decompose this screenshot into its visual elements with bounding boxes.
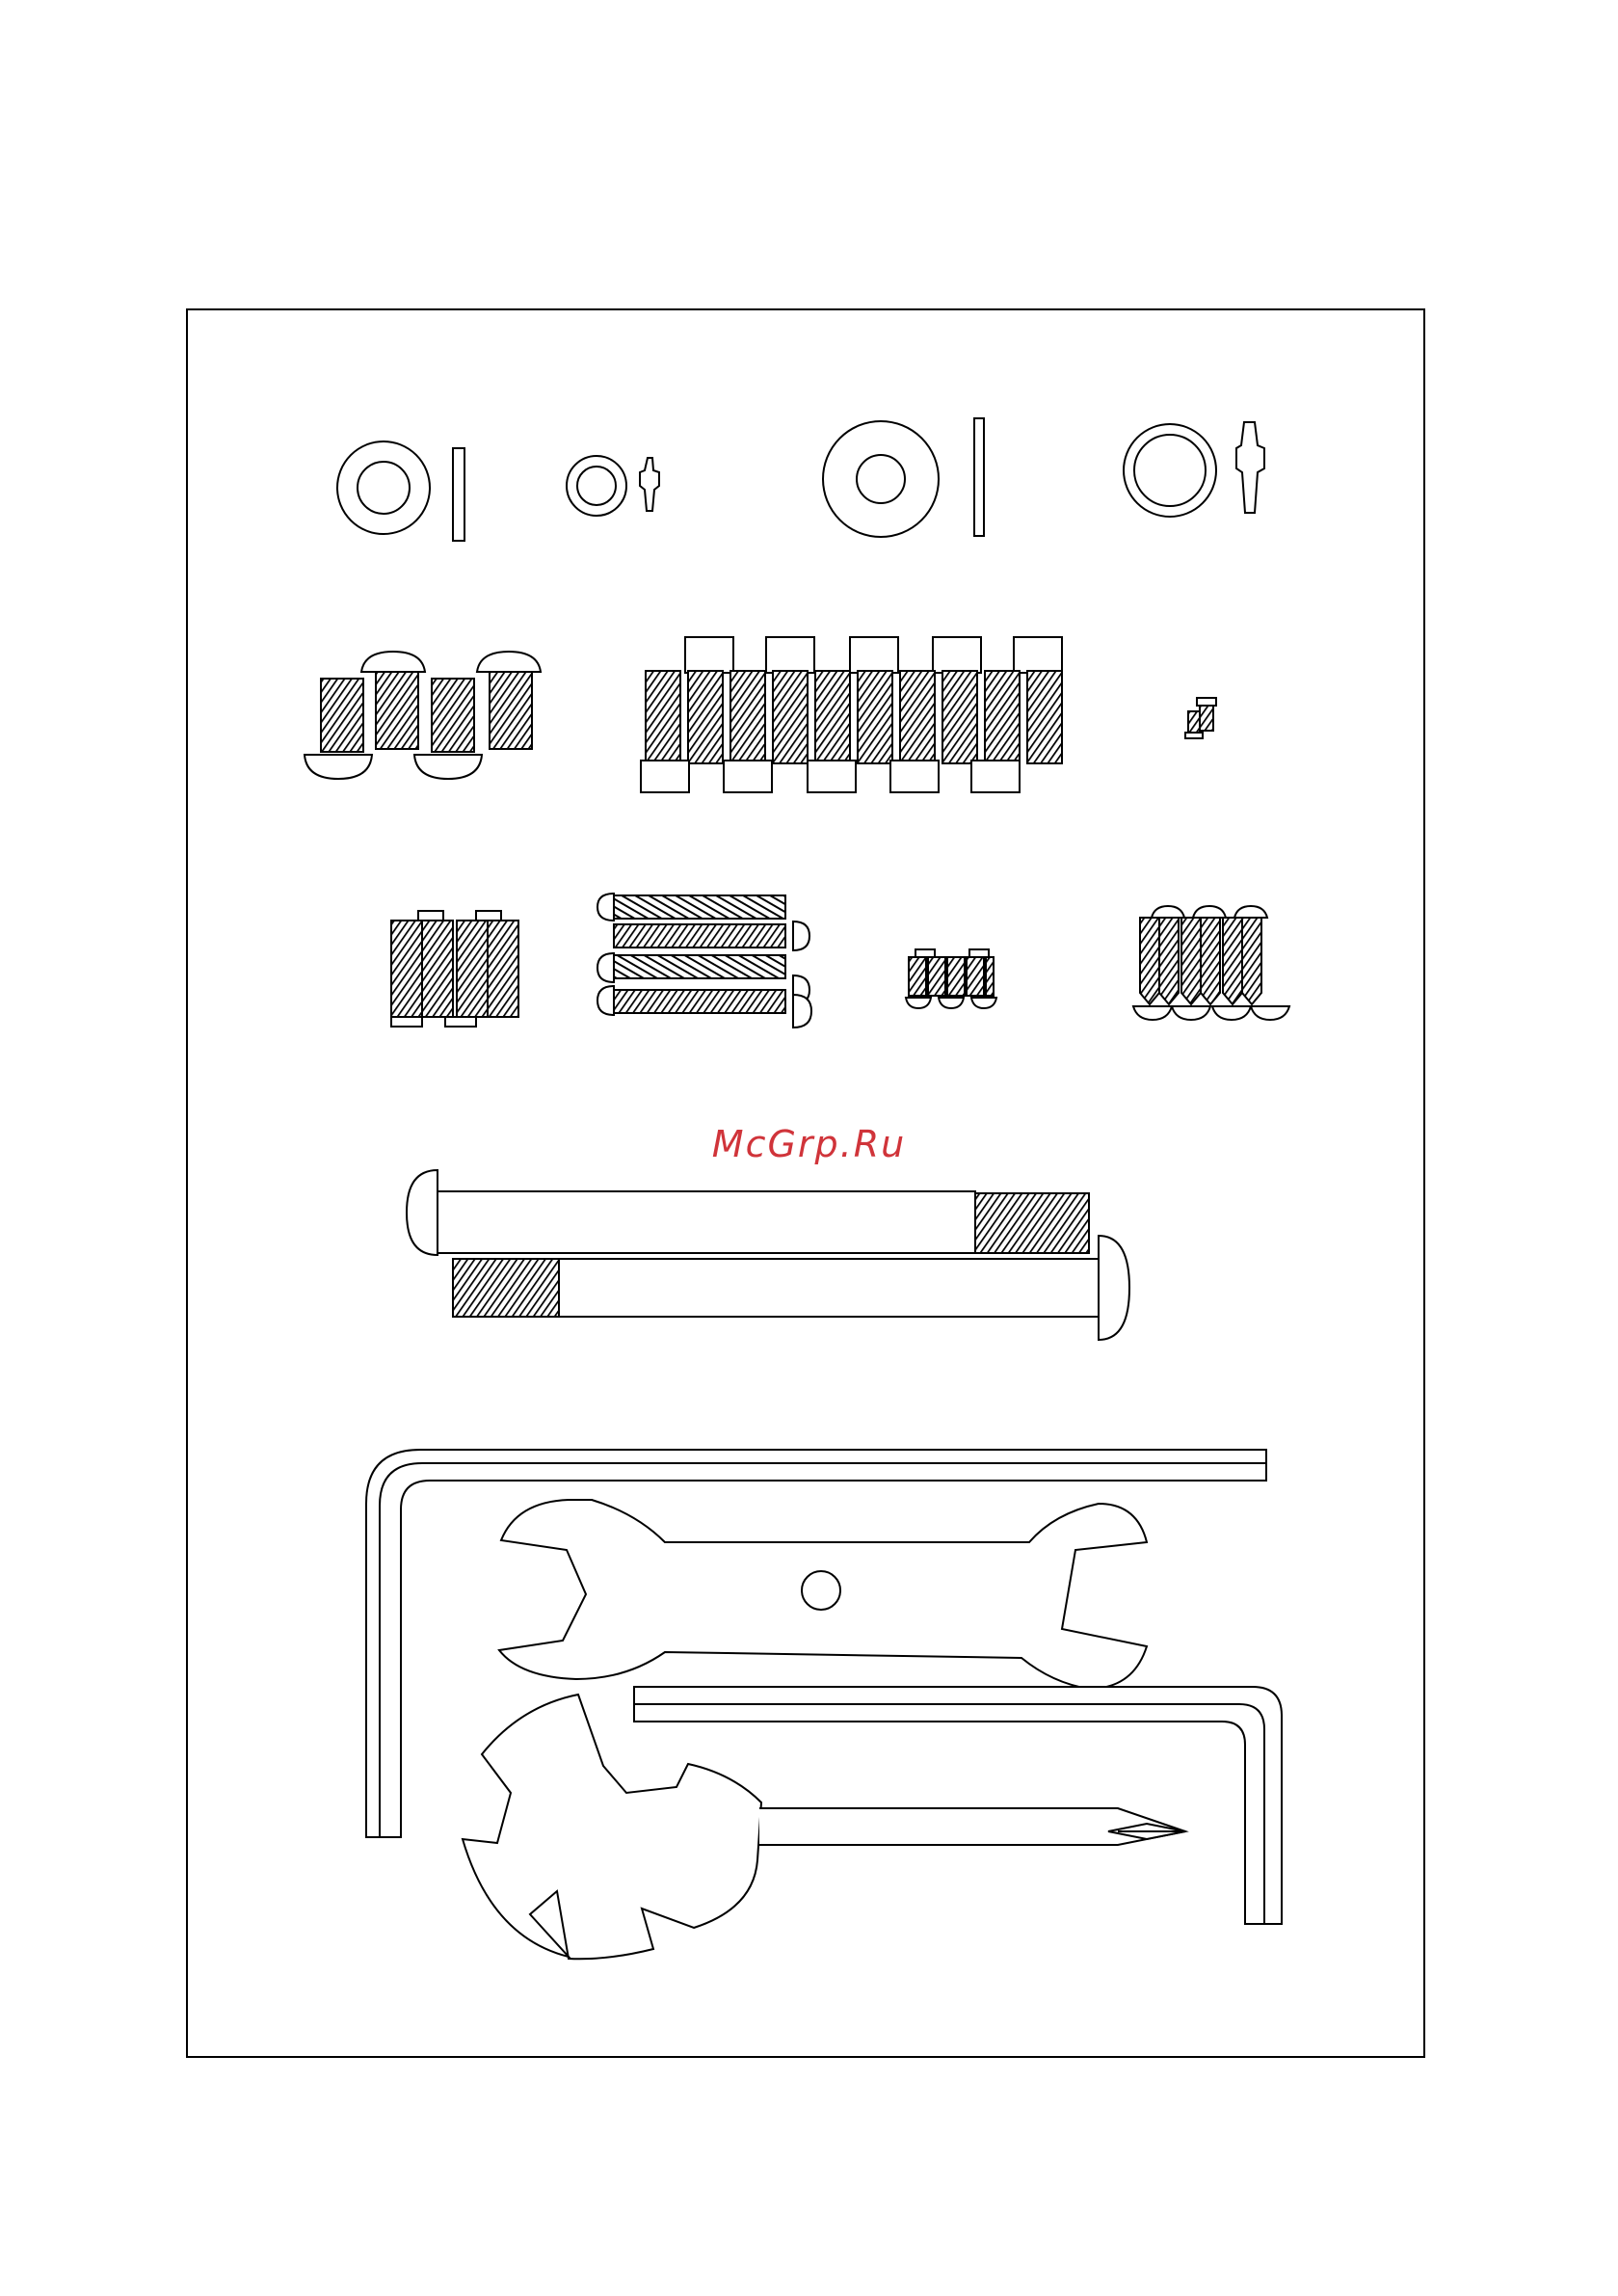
button-head-bolt-short xyxy=(305,652,541,779)
watermark: McGrp.Ru xyxy=(0,1123,1618,1165)
pan-head-screw xyxy=(1133,906,1289,1020)
split-lock-washer-large xyxy=(1124,422,1264,517)
flat-washer-large xyxy=(823,418,984,537)
split-lock-washer-small xyxy=(567,456,659,516)
socket-cap-bolt xyxy=(641,637,1062,792)
flat-washer-small xyxy=(337,441,464,541)
multi-spanner-screwdriver xyxy=(463,1695,1185,1959)
double-open-wrench xyxy=(499,1500,1147,1689)
axle-bolt xyxy=(407,1170,1129,1340)
small-screw xyxy=(1185,698,1216,738)
button-head-bolt-long xyxy=(597,894,811,1028)
button-head-bolt-small xyxy=(906,949,996,1008)
socket-cap-bolt-medium xyxy=(391,911,518,1027)
